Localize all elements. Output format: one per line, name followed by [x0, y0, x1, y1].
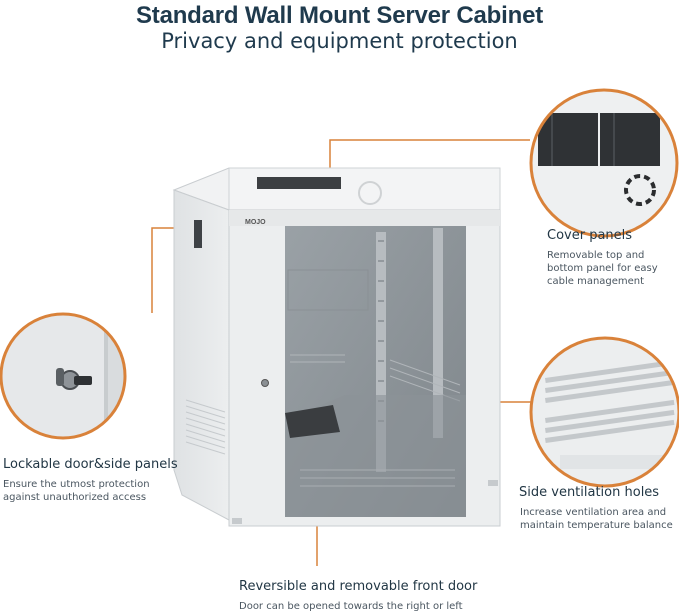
- page-title: Standard Wall Mount Server Cabinet: [135, 2, 544, 29]
- lock-desc: Ensure the utmost protection against una…: [3, 479, 150, 503]
- lock-zoom: [0, 312, 127, 440]
- lock-title: Lockable door&side panels: [3, 457, 178, 472]
- connector-cover: [329, 139, 530, 176]
- cabinet-left-side: [173, 189, 230, 521]
- cover-panels-title: Cover panels: [547, 228, 633, 243]
- top-cover-panel: [257, 177, 341, 189]
- door-lock: [261, 379, 269, 387]
- top-fan-cutout: [358, 181, 382, 205]
- side-lock-small: [194, 220, 202, 248]
- front-door-title: Reversible and removable front door: [239, 579, 478, 594]
- ventilation-zoom: [529, 336, 679, 488]
- cover-panels-desc: Removable top and bottom panel for easy …: [547, 250, 658, 287]
- page-subtitle: Privacy and equipment protection: [161, 29, 518, 53]
- brand-logo: MOJO: [245, 219, 266, 226]
- bottom-cover-panel: [285, 405, 340, 438]
- server-cabinet: MOJO: [172, 167, 501, 527]
- front-door-desc: Door can be opened towards the right or …: [239, 601, 463, 612]
- ventilation-desc: Increase ventilation area and maintain t…: [520, 507, 673, 531]
- cover-panels-zoom: [529, 88, 679, 238]
- ventilation-title: Side ventilation holes: [519, 485, 660, 500]
